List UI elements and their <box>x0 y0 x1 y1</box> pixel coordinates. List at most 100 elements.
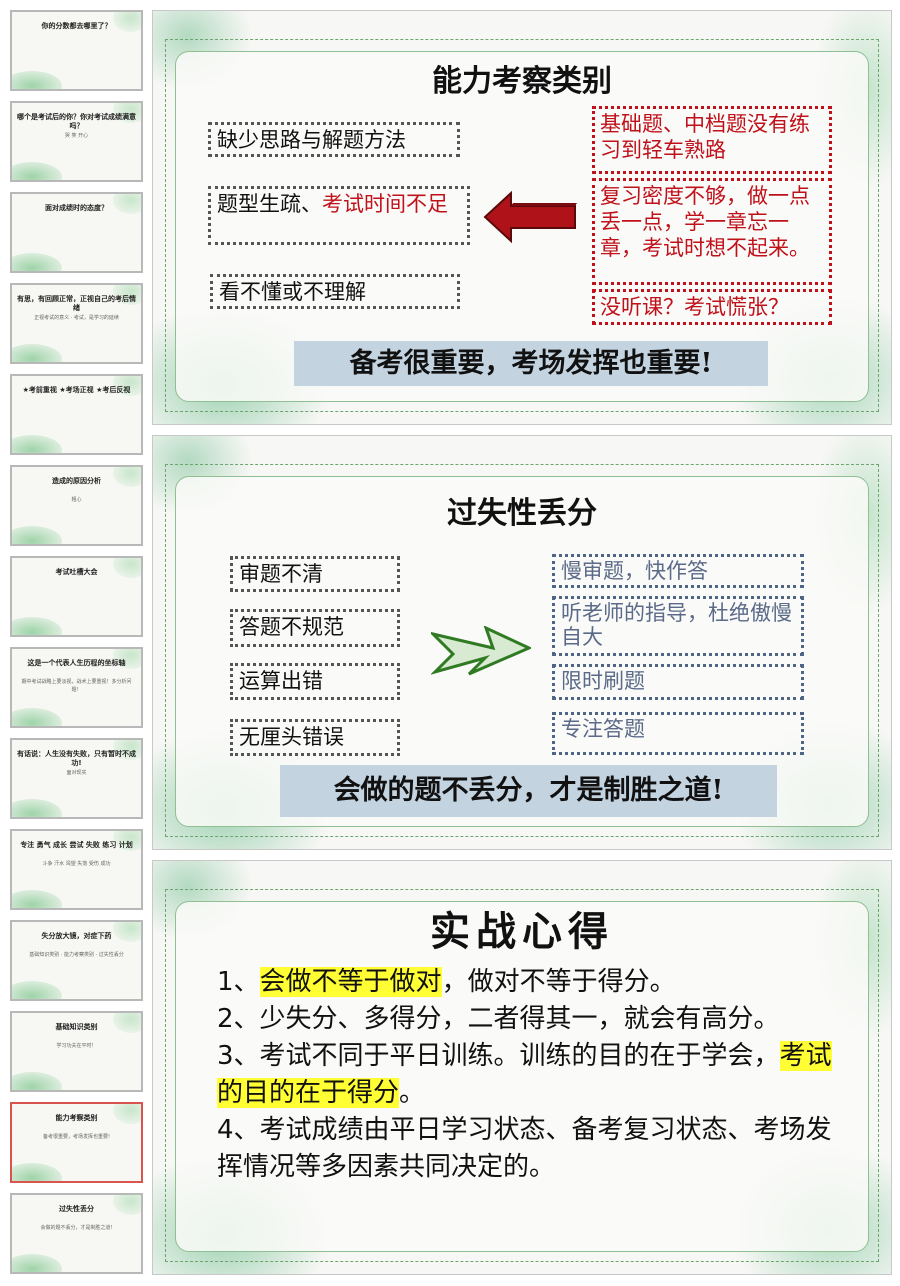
slide-thumbnail-panel: 你的分数都去哪里了？ 哪个是考试后的你？你对考试成绩满意吗？ 哭 笑 开心面对成绩时… <box>0 0 148 1286</box>
decoration <box>12 981 62 999</box>
dashed-frame <box>165 889 879 1262</box>
reason-box: 基础题、中档题没有练习到轻车熟路 <box>592 106 832 174</box>
tip-number: 2、 <box>217 1004 260 1034</box>
tip-number: 3、 <box>217 1041 260 1071</box>
tip-number: 1、 <box>217 967 260 997</box>
slide-practical-tips[interactable]: 实战心得 1、会做不等于做对，做对不等于得分。 2、少失分、多得分，二者得其一，… <box>152 860 892 1275</box>
thumbnail-subtitle: 学习功夫在平时！ <box>56 1043 97 1049</box>
slide-thumbnail[interactable]: 有思，有回顾正常，正视自己的考后情绪正视考试的意义 · 考试，是学习的延续 <box>10 283 143 364</box>
slide-thumbnail[interactable]: 专注 勇气 成长 尝试 失败 练习 计划斗争 汗水 渴望 失落 受伤 成功 <box>10 829 143 910</box>
decoration <box>12 799 62 817</box>
decoration <box>12 890 62 908</box>
thumbnail-title: 考试吐槽大会 <box>55 568 98 576</box>
tip-text: ，做对不等于得分。 <box>441 967 676 997</box>
dashed-frame <box>165 464 879 837</box>
slide-thumbnail[interactable]: 失分放大镜，对症下药基础知识类别 · 能力考察类别 · 过失性丢分 <box>10 920 143 1001</box>
thumbnail-title: 专注 勇气 成长 尝试 失败 练习 计划 <box>20 841 133 849</box>
tip-item: 1、会做不等于做对，做对不等于得分。 <box>217 964 837 1001</box>
slide-title: 过失性丢分 <box>447 496 597 531</box>
mistake-box: 运算出错 <box>230 663 400 700</box>
thumbnail-subtitle: 粗心 <box>71 497 82 503</box>
slide-title: 能力考察类别 <box>432 64 612 99</box>
slide-careless-mistakes[interactable]: 过失性丢分 审题不清 答题不规范 运算出错 无厘头错误 慢审题，快作答 听老师的… <box>152 435 892 850</box>
summary-banner: 备考很重要，考场发挥也重要! <box>294 341 768 386</box>
tip-text: 。 <box>399 1078 426 1108</box>
thumbnail-subtitle: 基础知识类别 · 能力考察类别 · 过失性丢分 <box>29 952 124 958</box>
thumbnail-subtitle: 面对现实 <box>66 770 87 776</box>
thumbnail-subtitle: 斗争 汗水 渴望 失落 受伤 成功 <box>42 861 111 867</box>
thumbnail-title: 这是一个代表人生历程的坐标轴 <box>27 659 126 667</box>
tip-number: 4、 <box>217 1115 260 1145</box>
decoration <box>113 376 141 396</box>
solution-box: 限时刷题 <box>552 664 804 700</box>
reason-box: 没听课？考试慌张？ <box>592 289 832 325</box>
thumbnail-subtitle: 正视考试的意义 · 考试，是学习的延续 <box>34 315 119 321</box>
tip-item: 4、考试成绩由平日学习状态、备考复习状态、考场发挥情况等多因素共同决定的。 <box>217 1112 837 1186</box>
decoration <box>12 253 62 271</box>
decoration <box>113 740 141 760</box>
cause-text-red: 考试时间不足 <box>322 192 448 216</box>
decoration <box>113 1013 141 1033</box>
slide-thumbnail[interactable]: 造成的原因分析粗心 <box>10 465 143 546</box>
thumbnail-subtitle: 会做的题不丢分，才是制胜之道! <box>40 1225 113 1231</box>
decoration <box>113 12 141 32</box>
tip-text: 考试成绩由平日学习状态、备考复习状态、考场发挥情况等多因素共同决定的。 <box>217 1115 832 1182</box>
tips-list: 1、会做不等于做对，做对不等于得分。 2、少失分、多得分，二者得其一，就会有高分… <box>217 964 837 1186</box>
decoration <box>12 435 62 453</box>
thumbnail-title: 你的分数都去哪里了？ <box>41 22 112 30</box>
cause-text: 题型生疏、 <box>217 192 322 216</box>
slide-thumbnail[interactable]: 基础知识类别学习功夫在平时！ <box>10 1011 143 1092</box>
slide-thumbnail[interactable]: 这是一个代表人生历程的坐标轴期中考试战略上要淡视，战术上要重视！多分析问题！ <box>10 647 143 728</box>
thumbnail-title: ★考前重视 ★考场正视 ★考后反视 <box>22 386 131 394</box>
cause-box: 题型生疏、考试时间不足 <box>208 186 470 245</box>
decoration <box>113 103 141 123</box>
tip-text: 少失分、多得分，二者得其一，就会有高分。 <box>259 1004 780 1034</box>
slide-thumbnail[interactable]: 过失性丢分会做的题不丢分，才是制胜之道! <box>10 1193 143 1274</box>
summary-banner: 会做的题不丢分，才是制胜之道! <box>280 765 777 817</box>
decoration <box>113 1195 141 1215</box>
decoration <box>113 558 141 578</box>
slide-thumbnail[interactable]: 能力考察类别备考很重要，考场发挥也重要! <box>10 1102 143 1183</box>
tip-item: 3、考试不同于平日训练。训练的目的在于学会，考试的目的在于得分。 <box>217 1038 837 1112</box>
reason-box: 复习密度不够，做一点丢一点，学一章忘一章，考试时想不起来。 <box>592 178 832 285</box>
solution-box: 听老师的指导，杜绝傲慢自大 <box>552 596 804 656</box>
decoration <box>12 1072 62 1090</box>
slide-thumbnail[interactable]: 哪个是考试后的你？你对考试成绩满意吗？ 哭 笑 开心 <box>10 101 143 182</box>
thumbnail-title: 造成的原因分析 <box>52 477 101 485</box>
decoration <box>113 1104 141 1124</box>
inner-frame <box>175 901 869 1252</box>
dashed-frame <box>165 39 879 412</box>
decoration <box>12 1254 62 1272</box>
thumbnail-title: 哪个是考试后的你？你对考试成绩满意吗？ <box>17 113 136 131</box>
decoration <box>12 1163 62 1181</box>
slide-ability-category[interactable]: 能力考察类别 缺少思路与解题方法 题型生疏、考试时间不足 看不懂或不理解 基础题… <box>152 10 892 425</box>
decoration <box>113 285 141 305</box>
mistake-box: 答题不规范 <box>230 609 400 647</box>
decoration <box>12 617 62 635</box>
cause-box: 看不懂或不理解 <box>210 274 460 309</box>
decoration <box>12 708 62 726</box>
slide-thumbnail[interactable]: 有话说：人生没有失败，只有暂时不成功!面对现实 <box>10 738 143 819</box>
decoration <box>113 922 141 942</box>
arrow-left-icon <box>483 190 577 244</box>
thumbnail-subtitle: 哭 笑 开心 <box>64 133 89 139</box>
thumbnail-title: 有思，有回顾正常，正视自己的考后情绪 <box>17 295 136 313</box>
decoration <box>113 194 141 214</box>
solution-box: 专注答题 <box>552 712 804 755</box>
thumbnail-title: 面对成绩时的态度？ <box>45 204 108 212</box>
decoration <box>12 71 62 89</box>
slide-thumbnail[interactable]: 你的分数都去哪里了？ <box>10 10 143 91</box>
decoration <box>113 831 141 851</box>
decoration <box>113 649 141 669</box>
slide-thumbnail[interactable]: ★考前重视 ★考场正视 ★考后反视 <box>10 374 143 455</box>
thumbnail-title: 失分放大镜，对症下药 <box>41 932 112 940</box>
decoration <box>12 526 62 544</box>
thumbnail-subtitle: 期中考试战略上要淡视，战术上要重视！多分析问题！ <box>21 679 132 693</box>
mistake-box: 审题不清 <box>230 556 400 592</box>
slide-thumbnail[interactable]: 面对成绩时的态度？ <box>10 192 143 273</box>
slide-thumbnail[interactable]: 考试吐槽大会 <box>10 556 143 637</box>
decoration <box>12 344 62 362</box>
thumbnail-title: 能力考察类别 <box>55 1114 98 1122</box>
decoration <box>12 162 62 180</box>
arrow-right-icon <box>431 626 531 676</box>
